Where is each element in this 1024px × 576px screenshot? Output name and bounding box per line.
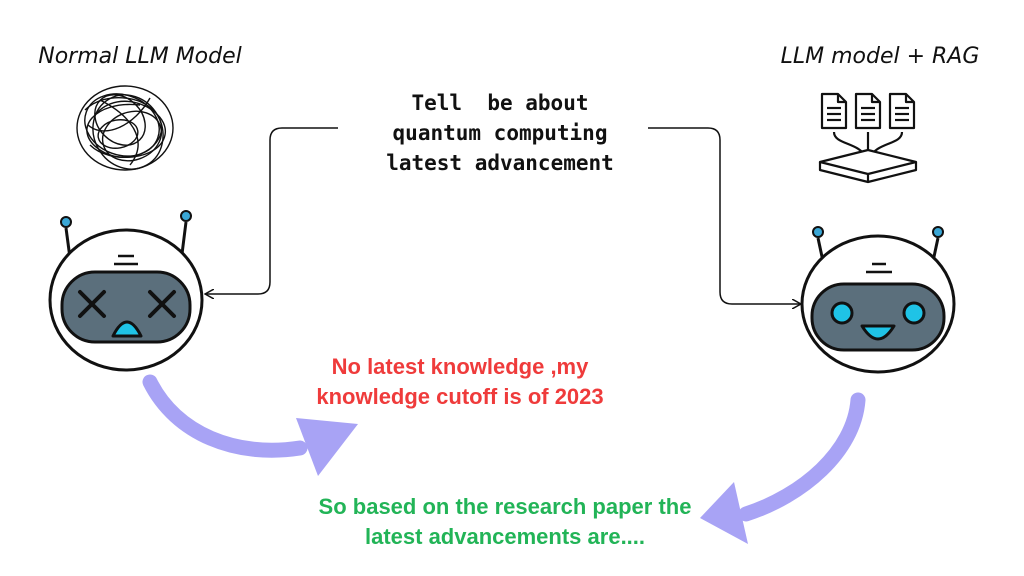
antenna-tip (180, 210, 192, 222)
normal-model-reply: No latest knowledge ,my knowledge cutoff… (280, 352, 640, 412)
documents-into-database-icon (818, 92, 918, 184)
tangled-scribble-icon (76, 85, 174, 171)
normal-reply-arrow (142, 374, 358, 476)
prompt-line: Tell be about (411, 91, 589, 115)
visor (810, 282, 946, 352)
normal-robot (48, 210, 204, 372)
prompt-text: Tell be about quantum computing latest a… (330, 88, 670, 178)
antenna-tip (932, 226, 944, 238)
antenna-tip (812, 226, 824, 238)
rag-reply-arrow (700, 392, 866, 544)
smile-mouth-icon (860, 324, 896, 341)
normal-model-title: Normal LLM Model (38, 44, 242, 69)
reply-line: No latest knowledge ,my (331, 354, 589, 379)
connector-prompt-to-rag-robot (648, 127, 800, 304)
prompt-line: latest advancement (386, 151, 614, 175)
happy-eye-icon (830, 301, 854, 325)
x-eye-icon (148, 290, 176, 318)
visor (60, 270, 192, 344)
rag-model-reply: So based on the research paper the lates… (290, 492, 720, 552)
happy-eye-icon (902, 301, 926, 325)
prompt-line: quantum computing (392, 121, 608, 145)
rag-robot (800, 226, 956, 374)
connector-prompt-to-normal-robot (206, 127, 338, 294)
x-eye-icon (78, 290, 106, 318)
reply-line: knowledge cutoff is of 2023 (316, 384, 604, 409)
rag-model-title: LLM model + RAG (780, 44, 980, 69)
reply-line: So based on the research paper the (318, 494, 692, 519)
sad-mouth-icon (111, 320, 143, 338)
reply-line: latest advancements are.... (364, 524, 646, 549)
antenna-tip (60, 216, 72, 228)
